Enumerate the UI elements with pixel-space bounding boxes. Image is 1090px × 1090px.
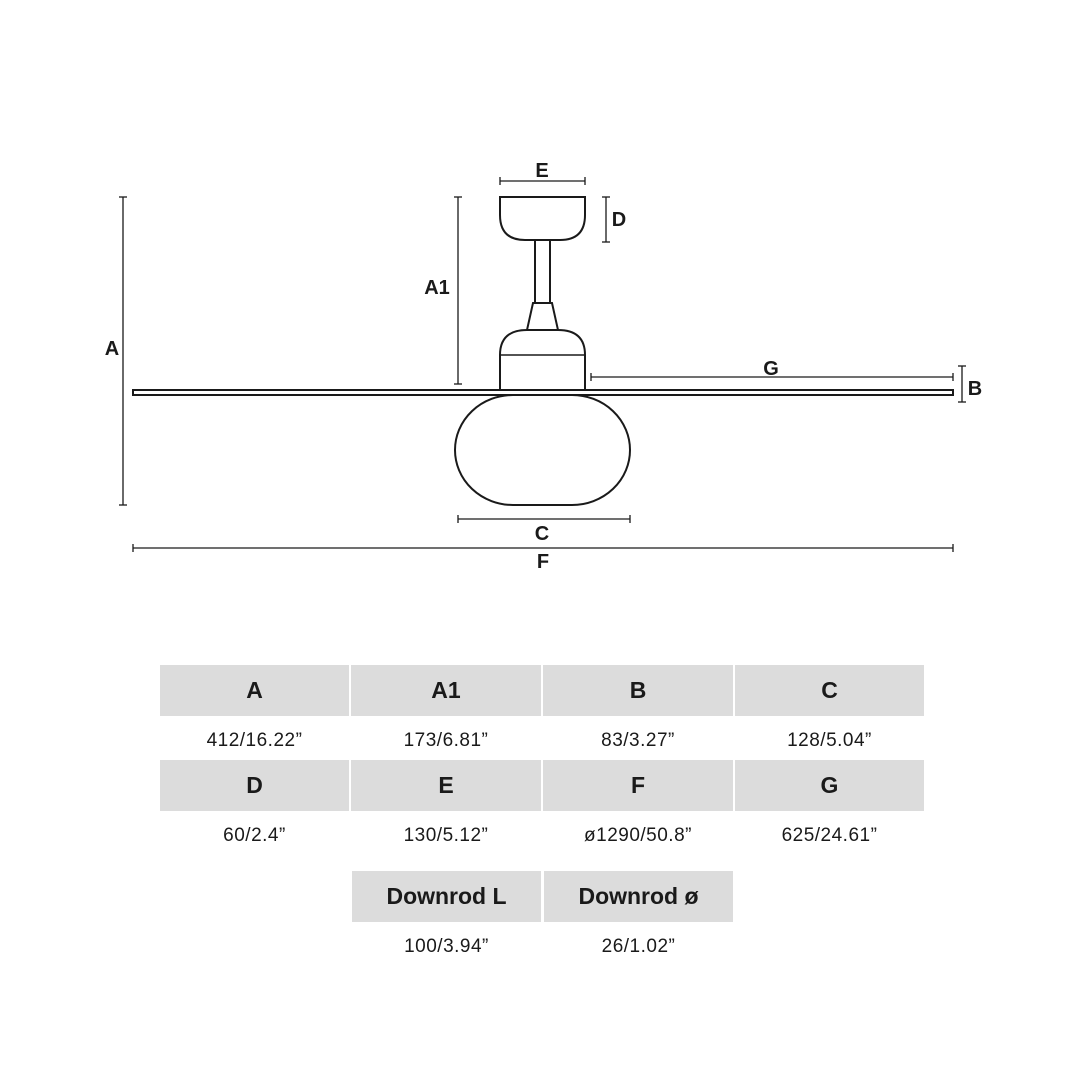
header-c: C (735, 665, 924, 716)
header-a1: A1 (351, 665, 541, 716)
label-e: E (535, 160, 548, 182)
value-downrod-diameter: 26/1.02” (601, 936, 676, 957)
label-b: B (968, 378, 982, 400)
header-g: G (735, 760, 924, 811)
label-a: A (105, 338, 119, 360)
header-a: A (160, 665, 349, 716)
header-b: B (543, 665, 733, 716)
motor-housing (499, 329, 586, 390)
header-e: E (351, 760, 541, 811)
label-f: F (537, 551, 549, 573)
label-c: C (535, 523, 549, 545)
value-a: 412/16.22” (206, 730, 303, 751)
label-a1: A1 (424, 277, 450, 299)
header-downrod-length: Downrod L (352, 871, 541, 922)
value-g: 625/24.61” (781, 825, 878, 846)
value-d: 60/2.4” (223, 825, 286, 846)
glass-globe (454, 394, 631, 506)
value-c: 128/5.04” (787, 730, 872, 751)
coupler (525, 302, 560, 331)
header-f: F (543, 760, 733, 811)
fan-dimension-diagram: A A1 E D G B C F (105, 160, 982, 573)
value-f: ø1290/50.8” (584, 825, 692, 846)
downrod (534, 239, 551, 304)
label-g: G (763, 358, 779, 380)
value-downrod-length: 100/3.94” (404, 936, 489, 957)
ceiling-canopy (499, 196, 586, 241)
header-downrod-diameter: Downrod ø (544, 871, 733, 922)
value-a1: 173/6.81” (403, 730, 489, 751)
value-b: 83/3.27” (601, 730, 675, 751)
header-d: D (160, 760, 349, 811)
value-e: 130/5.12” (403, 825, 489, 846)
label-d: D (612, 209, 626, 231)
